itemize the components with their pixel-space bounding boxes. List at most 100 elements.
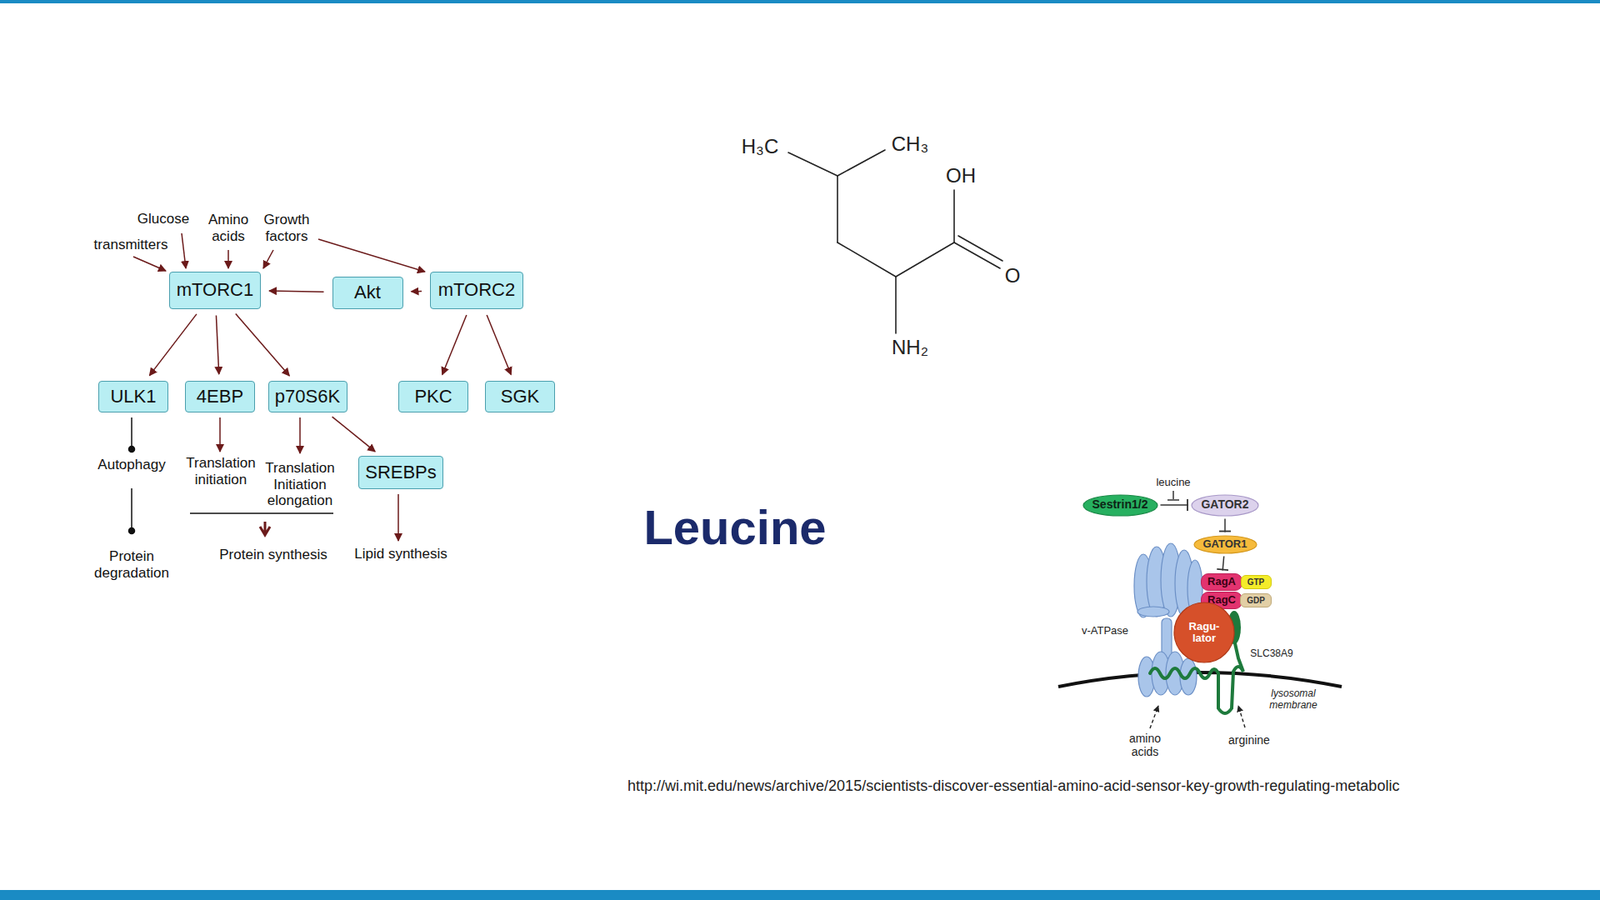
bond	[836, 175, 839, 243]
inhibit-line	[130, 488, 133, 530]
activation-arrow	[269, 290, 325, 292]
output-arrow	[219, 417, 221, 452]
inhibit-line	[130, 417, 133, 449]
activation-arrow	[235, 314, 290, 376]
inhibit-bar	[1167, 499, 1180, 501]
activation-arrow	[215, 315, 219, 375]
signal-label: arginine	[1228, 733, 1270, 747]
nucleotide-tag: GTP	[1240, 575, 1272, 590]
sensor-ellipse: Sestrin1/2	[1082, 494, 1159, 517]
input-arrow	[263, 250, 274, 269]
target-box: 4EBP	[185, 380, 255, 413]
inhibition-connector	[1160, 504, 1190, 506]
inhibition-connector	[1222, 555, 1225, 570]
transport-arrow	[1238, 705, 1245, 728]
bond	[895, 276, 897, 334]
input-arrow	[133, 256, 166, 271]
input-arrow	[318, 239, 425, 272]
process-label: Translation initiation	[181, 455, 261, 488]
process-label: Lipid synthesis	[354, 545, 448, 563]
node-label: mTORC2	[438, 280, 516, 300]
node-label: p70S6K	[275, 386, 340, 407]
top-bar	[0, 0, 1600, 4]
sensor-ellipse-shape	[1083, 495, 1158, 516]
complex-ellipse: GATOR2	[1190, 494, 1260, 517]
bond	[895, 242, 955, 277]
complex-ellipse-shape	[1194, 535, 1257, 554]
input-arrow	[181, 233, 186, 269]
output-arrow	[397, 494, 400, 541]
kinase-box: Akt	[332, 276, 404, 310]
v-atpase-disc	[1137, 606, 1170, 617]
output-arrow	[299, 417, 301, 454]
node-label: Ragu- lator	[1183, 620, 1225, 645]
target-box: p70S6K	[268, 380, 348, 413]
transport-arrow	[1150, 705, 1159, 729]
part-label: SLC38A9	[1250, 648, 1293, 660]
node-label: Sestrin1/2	[1092, 498, 1149, 511]
target-box: PKC	[398, 380, 469, 413]
slide-title: Leucine	[643, 500, 826, 556]
bracket-line	[190, 512, 334, 515]
bond	[837, 242, 896, 277]
input-arrow	[227, 250, 230, 269]
double-bond	[958, 235, 1003, 261]
activation-arrow	[486, 315, 511, 375]
bond	[788, 152, 838, 176]
ragulator-circle-shape	[1174, 602, 1235, 663]
atom-label: OH	[945, 164, 976, 188]
process-label: transmitters	[94, 236, 169, 254]
signal-label: amino acids	[1125, 731, 1165, 759]
node-label: GATOR1	[1203, 538, 1248, 550]
process-label: Growth factors	[260, 211, 314, 245]
inhibit-line	[1172, 490, 1175, 500]
atom-label: O	[1005, 264, 1021, 288]
process-label: Protein degradation	[90, 548, 174, 581]
signal-label: leucine	[1155, 476, 1190, 490]
complex-ellipse: GATOR1	[1193, 535, 1258, 555]
inhibition-connector	[1224, 519, 1226, 533]
node-label: RagA	[1207, 575, 1236, 588]
node-label: ULK1	[110, 386, 156, 407]
activation-arrow	[410, 290, 422, 293]
process-label: Glucose	[137, 210, 190, 228]
part-label: v-ATPase	[1081, 625, 1129, 638]
node-label: GATOR2	[1200, 498, 1249, 511]
process-label: Amino acids	[203, 211, 254, 245]
node-label: GTP	[1247, 577, 1265, 587]
activation-arrow	[442, 315, 467, 375]
complex-box: mTORC2	[430, 271, 524, 310]
process-label: Protein synthesis	[219, 546, 327, 564]
process-label: Translation Initiation elongation	[260, 460, 340, 510]
atom-label: CH₃	[891, 132, 929, 156]
nucleotide-tag: GDP	[1240, 593, 1272, 608]
ragulator-circle: Ragu- lator	[1173, 601, 1235, 664]
down-arrow	[260, 521, 270, 535]
node-label: 4EBP	[196, 386, 244, 407]
complex-box: mTORC1	[169, 271, 261, 310]
inhibit-dot	[129, 446, 135, 453]
bottom-bar	[0, 890, 1600, 900]
atom-label: H₃C	[741, 135, 779, 159]
part-label: lysosomal membrane	[1265, 688, 1321, 712]
complex-ellipse-shape	[1191, 495, 1259, 516]
node-label: Akt	[354, 282, 381, 303]
process-label: Autophagy	[97, 456, 165, 474]
gtpase-box: RagA	[1200, 573, 1243, 591]
target-box: SREBPs	[358, 455, 444, 490]
node-label: mTORC1	[176, 280, 255, 300]
target-box: SGK	[485, 380, 555, 413]
target-box: ULK1	[98, 380, 169, 413]
node-label: SREBPs	[365, 462, 437, 483]
activation-arrow	[332, 416, 376, 452]
node-label: SGK	[500, 386, 540, 407]
inhibit-dot	[129, 528, 135, 535]
bond	[953, 190, 955, 243]
source-url: http://wi.mit.edu/news/archive/2015/scie…	[627, 777, 1400, 795]
atom-label: NH₂	[891, 335, 929, 360]
bond	[837, 150, 885, 176]
activation-arrow	[149, 314, 197, 376]
node-label: GDP	[1246, 595, 1265, 605]
